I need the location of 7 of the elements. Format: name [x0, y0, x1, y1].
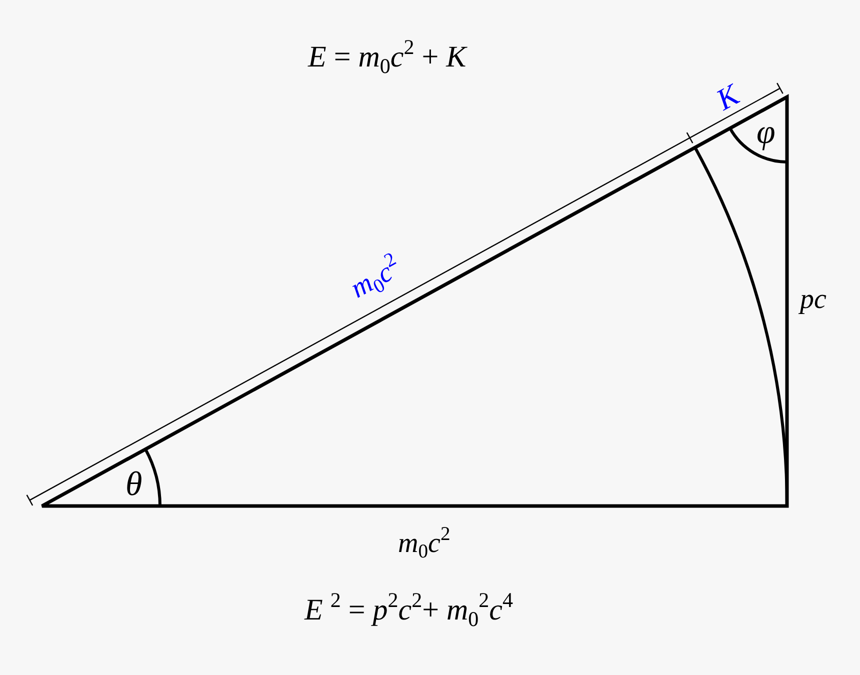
equation: E $^{2}$ = p$^{2}$c$^{2}$+ m$_{0}$$^{2}$c$^{4}$	[304, 590, 513, 630]
side-label: m$_{0}$c$^{2}$	[398, 524, 450, 562]
side-label: K	[712, 80, 744, 116]
angle-label: θ	[126, 468, 142, 502]
side-label: pc	[800, 286, 826, 314]
angle-label: φ	[756, 116, 776, 150]
equation: E = m$_{0}$c$^{2}$ + K	[308, 37, 466, 77]
